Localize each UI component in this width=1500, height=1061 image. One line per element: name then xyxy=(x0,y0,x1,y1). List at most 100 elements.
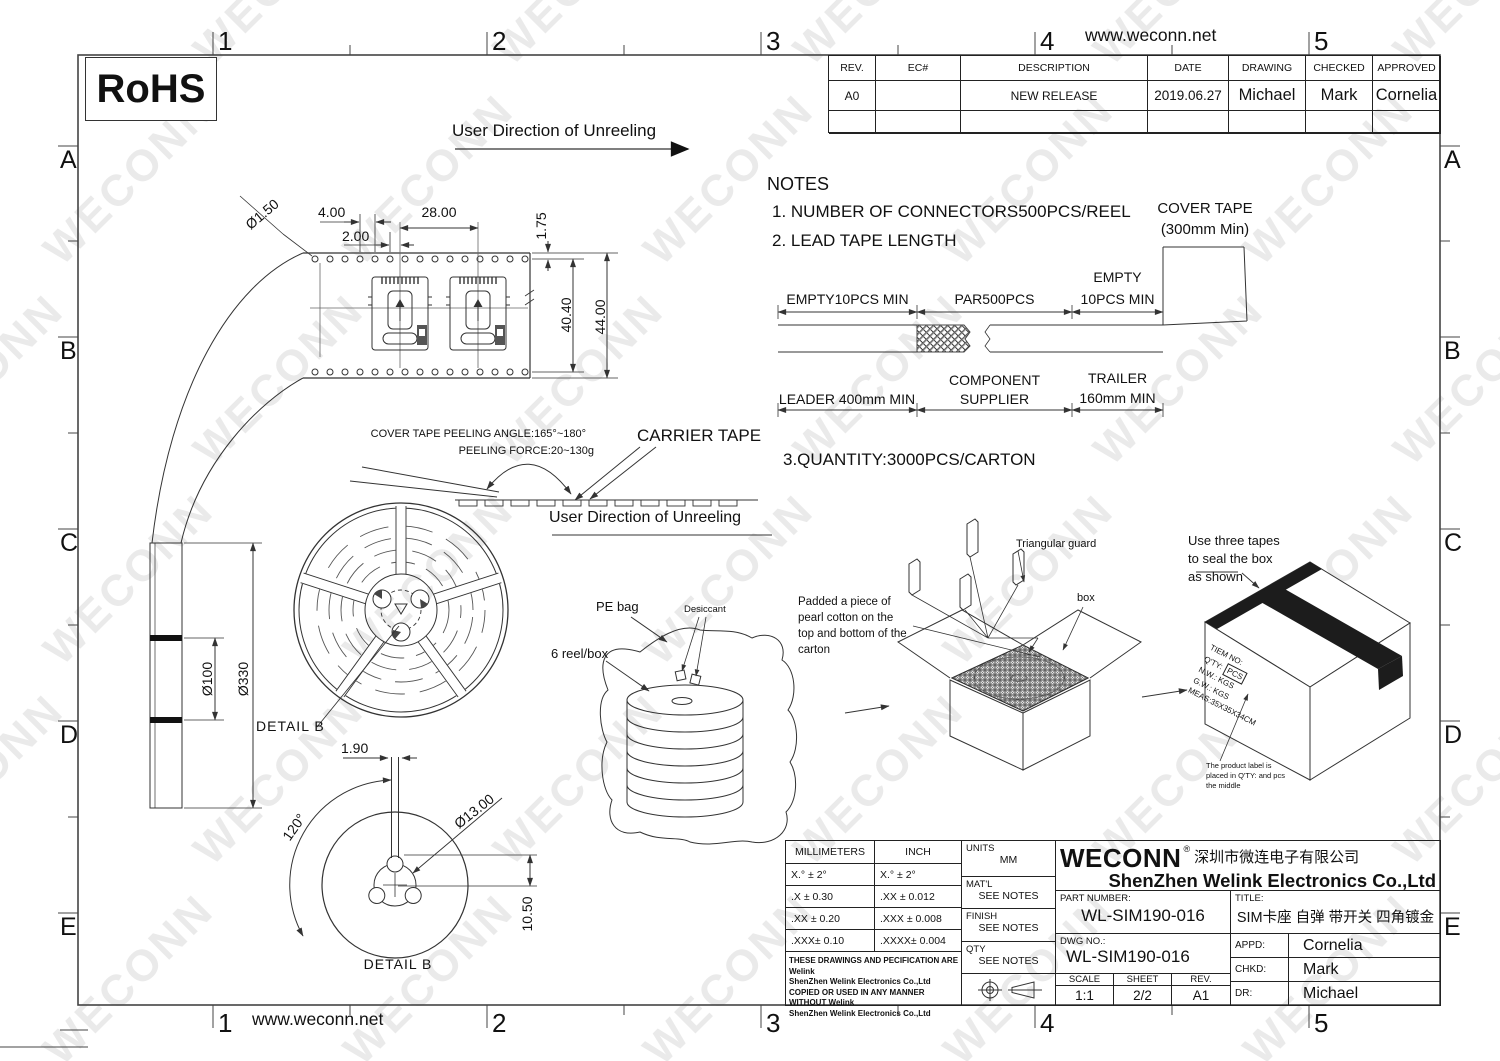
rev-cell-empty xyxy=(876,111,961,134)
notes-title: NOTES xyxy=(767,174,830,194)
registered-mark: ® xyxy=(1183,844,1191,854)
cover-tape-label-1: COVER TAPE xyxy=(1157,200,1253,217)
triangular-guard-label: Triangular guard xyxy=(1016,538,1097,550)
rev-cell-empty xyxy=(1148,111,1229,134)
units-label: UNITS xyxy=(966,843,995,854)
grid-col-4-bottom: 4 xyxy=(1040,1008,1055,1038)
tol-cell: .X ± 0.30 xyxy=(785,885,875,908)
peel-force-label: PEELING FORCE:20~130g xyxy=(458,445,594,457)
seal-note: Use three tapes to seal the box as shown xyxy=(1188,532,1280,586)
tape-empty-left: EMPTY10PCS MIN xyxy=(786,291,909,307)
dim-d330: Ø330 xyxy=(235,661,251,697)
product-label-note: The product label is placed in Q'TY: and… xyxy=(1206,761,1285,791)
rev-header: EC# xyxy=(876,56,961,81)
legal-line: ShenZhen Welink Electronics Co.,Ltd xyxy=(789,977,931,986)
padded-note: Padded a piece of pearl cotton on the to… xyxy=(798,594,907,658)
tol-cell: .XX ± 0.20 xyxy=(785,907,875,930)
grid-row-e-right: E xyxy=(1444,913,1461,941)
grid-col-1-bottom: 1 xyxy=(218,1008,233,1038)
company-header: WECONN ® 深圳市微连电子有限公司 ShenZhen Welink Ele… xyxy=(1055,840,1441,891)
projection-symbol-cell xyxy=(961,973,1056,1006)
carrier-tape-label: CARRIER TAPE xyxy=(637,426,762,445)
tape-empty-right-2: 10PCS MIN xyxy=(1080,291,1155,307)
qty-label: QTY xyxy=(966,944,986,955)
sheet-label: SHEET xyxy=(1114,974,1171,986)
open-box-drawing xyxy=(844,518,1188,771)
padded-line: carton xyxy=(798,644,830,656)
dr-label-cell: DR: xyxy=(1230,981,1289,1006)
bottom-url: www.weconn.net xyxy=(252,1009,384,1029)
tape-schematic xyxy=(777,246,1248,417)
reel-front-view xyxy=(293,502,509,728)
grid-row-a-right: A xyxy=(1444,146,1461,174)
grid-row-a-left: A xyxy=(60,146,77,174)
grid-row-b-left: B xyxy=(60,337,77,365)
grid-col-1-top: 1 xyxy=(218,26,233,56)
tol-header-inch: INCH xyxy=(874,840,962,864)
appd-value-cell: Cornelia xyxy=(1288,933,1441,958)
pe-bag-label: PE bag xyxy=(596,599,639,614)
legal-line: ShenZhen Welink Electronics Co.,Ltd xyxy=(789,1008,931,1018)
rev-cell-empty xyxy=(1306,111,1373,134)
dim-175: 1.75 xyxy=(533,212,549,240)
top-url: www.weconn.net xyxy=(1085,25,1217,45)
note-2: 2. LEAD TAPE LENGTH xyxy=(772,231,957,250)
cover-tape-label-2: (300mm Min) xyxy=(1160,221,1250,238)
legal-line: THESE DRAWINGS AND PECIFICATION ARE Weli… xyxy=(789,956,959,976)
grid-col-4-top: 4 xyxy=(1040,26,1055,56)
tol-cell: .XX ± 0.012 xyxy=(874,885,962,908)
grid-col-3-bottom: 3 xyxy=(766,1008,781,1038)
note-line: the middle xyxy=(1206,781,1241,790)
detail-b-callout: DETAIL B xyxy=(256,718,325,734)
title-label: TITLE: xyxy=(1235,893,1264,904)
finish-value: SEE NOTES xyxy=(978,922,1039,934)
title-cell: TITLE: SIM卡座 自弹 带开关 四角镀金 xyxy=(1230,890,1441,934)
dim-2mm: 2.00 xyxy=(342,228,370,244)
units-value: MM xyxy=(999,854,1018,866)
unreeling-direction-top: User Direction of Unreeling xyxy=(452,121,657,140)
rev-header: APPROVED xyxy=(1373,56,1441,81)
sheet-frame xyxy=(0,32,1460,1048)
tape-trailer-2: 160mm MIN xyxy=(1079,390,1156,406)
detail-b-title: DETAIL B xyxy=(363,956,433,972)
rev-cell-empty xyxy=(829,111,876,134)
title-value: SIM卡座 自弹 带开关 四角镀金 xyxy=(1236,910,1435,926)
scale-value: 1:1 xyxy=(1075,988,1094,1003)
sealed-box-drawing xyxy=(1196,561,1411,781)
part-number-cell: PART NUMBER: WL-SIM190-016 xyxy=(1055,890,1231,934)
dim-1050: 10.50 xyxy=(519,896,535,932)
tape-component-1: COMPONENT xyxy=(949,372,1040,388)
rev-header: CHECKED xyxy=(1306,56,1373,81)
part-number-value: WL-SIM190-016 xyxy=(1081,906,1205,925)
rev-cell-empty xyxy=(1373,111,1441,134)
legal-line: COPIED OR USED IN ANY MANNER WITHOUT Wel… xyxy=(789,987,925,1008)
legal-text: THESE DRAWINGS AND PECIFICATION ARE Weli… xyxy=(785,951,962,1018)
pe-bag-drawing xyxy=(599,616,797,845)
finish-cell: FINISH SEE NOTES xyxy=(961,908,1056,942)
grid-col-5-top: 5 xyxy=(1314,26,1329,56)
dr-value-cell: Michael xyxy=(1288,981,1441,1006)
tol-cell: .XXX± 0.10 xyxy=(785,929,875,952)
tol-cell: X.° ± 2° xyxy=(874,863,962,886)
reel-box-label: 6 reel/box xyxy=(551,646,609,661)
desiccant-label: Desiccant xyxy=(684,604,726,615)
note-1: 1. NUMBER OF CONNECTORS500PCS/REEL xyxy=(772,202,1131,221)
grid-row-e-left: E xyxy=(60,913,77,941)
finish-label: FINISH xyxy=(966,911,998,922)
qty-value: SEE NOTES xyxy=(978,955,1039,967)
grid-row-c-left: C xyxy=(60,529,79,557)
revision-table: REV. EC# DESCRIPTION DATE DRAWING CHECKE… xyxy=(828,55,1441,134)
seal-line: to seal the box xyxy=(1188,551,1273,566)
padded-line: Padded a piece of xyxy=(798,596,891,608)
dim-4mm: 4.00 xyxy=(318,204,346,220)
seal-line: as shown xyxy=(1188,569,1243,584)
padded-line: top and bottom of the xyxy=(798,628,907,640)
chkd-label-cell: CHKD: xyxy=(1230,957,1289,982)
grid-row-d-left: D xyxy=(60,721,79,749)
qty-cell: QTY SEE NOTES xyxy=(961,941,1056,974)
rev-header: DATE xyxy=(1148,56,1229,81)
units-cell: UNITS MM xyxy=(961,840,1056,877)
rev-cell: NEW RELEASE xyxy=(961,81,1148,111)
rev-header: REV. xyxy=(829,56,876,81)
tol-header-mm: MILLIMETERS xyxy=(785,840,875,864)
